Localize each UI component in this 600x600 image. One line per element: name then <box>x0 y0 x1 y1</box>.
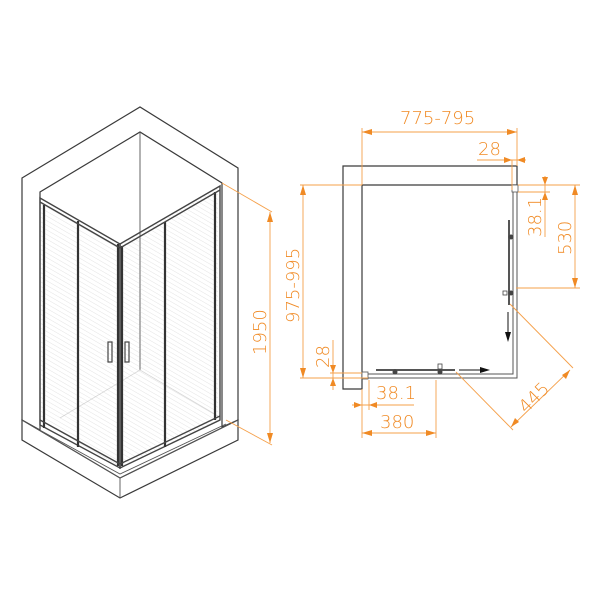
right-gap-label: 38.1 <box>525 197 546 237</box>
right-enclosure-side <box>119 184 221 470</box>
depth-dimension: 975-995 <box>283 184 368 379</box>
right-door-handle <box>124 341 130 363</box>
height-dimension: 1950 <box>221 182 273 446</box>
top-offset-label: 28 <box>478 139 501 160</box>
left-door-handle <box>107 341 113 363</box>
slide-direction-arrow-down <box>505 332 511 342</box>
plan-view: 775-795 28 38.1 530 <box>283 108 580 438</box>
left-enclosure-side <box>39 196 121 470</box>
depth-label: 975-995 <box>283 248 304 323</box>
top-offset-dimension: 28 <box>477 139 526 190</box>
height-label: 1950 <box>250 309 271 355</box>
right-door-label: 530 <box>555 221 576 255</box>
entry-diagonal-dimension: 445 <box>455 303 574 431</box>
enclosure-outline <box>368 185 518 379</box>
right-door-dimension: 530 <box>516 184 580 289</box>
entry-width-label: 445 <box>515 378 554 417</box>
bottom-door-label: 380 <box>380 412 414 433</box>
left-offset-label: 28 <box>313 345 334 368</box>
right-sliding-door <box>502 220 514 342</box>
bottom-gap-dimension: 38.1 <box>352 380 416 438</box>
bottom-gap-label: 38.1 <box>376 383 416 404</box>
shower-tray <box>21 418 239 499</box>
isometric-view: 1950 <box>21 106 273 499</box>
plan-walls <box>342 165 518 390</box>
left-offset-dimension: 28 <box>313 340 362 390</box>
bottom-door-dimension: 380 <box>362 380 437 438</box>
bottom-sliding-door <box>376 363 490 375</box>
slide-direction-arrow-right <box>480 367 490 373</box>
width-label: 775-795 <box>400 108 475 129</box>
